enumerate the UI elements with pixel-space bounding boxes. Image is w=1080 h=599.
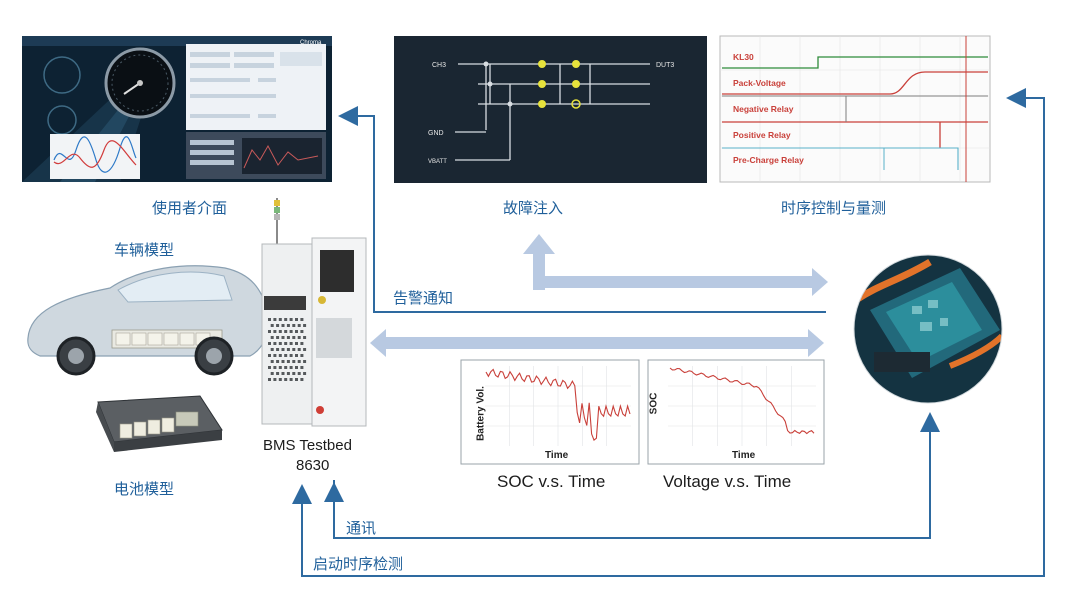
timing-signal-label: Positive Relay (733, 130, 791, 140)
soc-chart-caption: SOC v.s. Time (497, 472, 606, 491)
soc-chart (460, 359, 640, 465)
battery-model-image (96, 395, 223, 452)
bms-testbed-cabinet (261, 198, 367, 427)
voltage-chart-ylabel: SOC (648, 392, 660, 415)
caption-timing: 时序控制与量测 (781, 199, 887, 217)
timing-signal-label: Negative Relay (733, 104, 794, 114)
soc-chart-xlabel: Time (545, 450, 569, 461)
caption-fault-injection: 故障注入 (503, 199, 564, 217)
timing-signal-label: Pre-Charge Relay (733, 155, 804, 165)
soc-chart-line (485, 368, 631, 441)
voltage-chart (647, 359, 825, 465)
timing-panel (719, 35, 991, 183)
fault-label-vbatt: VBATT (428, 159, 447, 165)
caption-vehicle-model: 车辆模型 (114, 241, 175, 259)
bms-controller-image (853, 254, 1003, 404)
fault-label-dut3: DUT3 (656, 62, 674, 69)
timing-signal-label: Pack-Voltage (733, 78, 786, 88)
voltage-chart-line (669, 367, 815, 435)
vehicle-model-image (27, 265, 270, 376)
testbed-data-arrow (370, 329, 824, 357)
caption-startup: 启动时序检测 (313, 555, 404, 573)
caption-ui: 使用者介面 (152, 199, 228, 217)
alarm-notify-arrow (338, 106, 826, 313)
ui-screenshot-panel (22, 36, 332, 182)
fault-label-gnd: GND (428, 130, 444, 137)
voltage-chart-xlabel: Time (732, 450, 756, 461)
caption-testbed-name: BMS Testbed (263, 437, 352, 454)
caption-alarm: 告警通知 (393, 289, 454, 307)
voltage-chart-caption: Voltage v.s. Time (663, 472, 792, 491)
soc-chart-grid (485, 366, 631, 446)
ui-brand-text: Chroma (300, 40, 322, 46)
fault-return-arrow (523, 234, 828, 296)
caption-comm: 通讯 (346, 519, 377, 537)
caption-testbed-model: 8630 (296, 457, 330, 474)
fault-label-ch3: CH3 (432, 62, 446, 69)
timing-signal-label: KL30 (733, 52, 754, 62)
soc-chart-ylabel: Battery Vol. (475, 386, 487, 441)
fault-injection-panel (394, 36, 707, 183)
caption-battery-model: 电池模型 (114, 480, 175, 498)
cabinet-grille (268, 318, 307, 381)
